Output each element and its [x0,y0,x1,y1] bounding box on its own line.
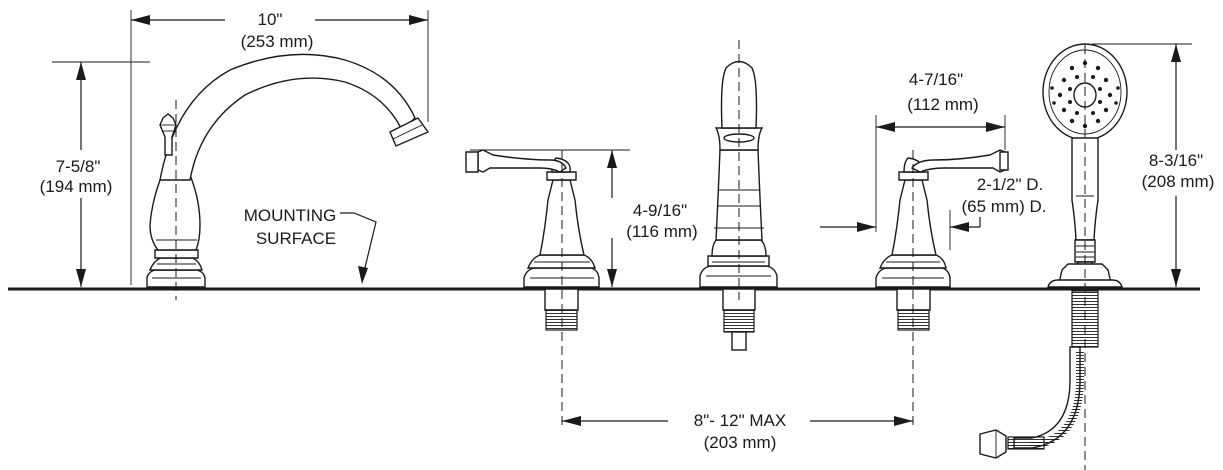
handle-height-dimension [470,149,630,287]
mounting-surface-label-2: SURFACE [256,229,336,248]
spout-height-imperial: 7-5/8" [56,157,101,176]
handle-reach-metric: (112 mm) [907,95,978,114]
mounting-surface-label-1: MOUNTING [244,206,337,225]
handle-height-imperial: 4-9/16" [633,201,687,220]
base-diameter-imperial: 2-1/2" D. [977,175,1044,194]
handshower-height-metric: (208 mm) [1142,172,1215,191]
base-diameter-metric: (65 mm) D. [962,197,1047,216]
centers-metric: (203 mm) [704,433,777,452]
spout-height-dimension [52,61,150,287]
handshower-height-imperial: 8-3/16" [1149,151,1203,170]
centers-imperial: 8"- 12" MAX [694,411,786,430]
centers-dimension [562,416,913,426]
mounting-surface-leader [340,212,377,281]
spout-height-metric: (194 mm) [40,177,113,196]
handle-reach-imperial: 4-7/16" [909,70,963,89]
right-handle-valve [875,149,1009,331]
handshower-height-dimension [1092,43,1192,287]
spout-width-metric: (253 mm) [241,32,314,51]
handle-reach-dimension [875,115,1006,232]
spout-width-dimension [130,10,429,285]
handshower [979,43,1128,459]
left-handle-valve [465,149,600,331]
base-diameter-dimension [820,210,981,250]
roman-tub-spout [146,53,430,288]
spout-width-imperial: 10" [258,10,283,29]
handle-height-metric: (116 mm) [626,222,697,241]
